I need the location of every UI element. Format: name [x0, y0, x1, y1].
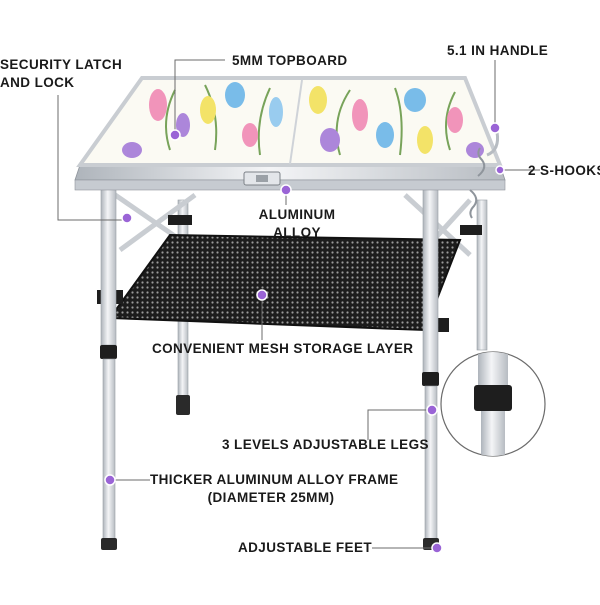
- callout-aluminum-line1: ALUMINUM: [258, 207, 336, 222]
- callout-frame-line1: THICKER ALUMINUM ALLOY FRAME: [150, 472, 399, 487]
- floral-pattern: [122, 82, 484, 158]
- callout-security-latch-line1: SECURITY LATCH: [0, 57, 123, 72]
- tabletop: [74, 76, 506, 191]
- leader-lines: [57, 59, 540, 549]
- callout-mesh: CONVENIENT MESH STORAGE LAYER: [152, 341, 414, 356]
- s-hooks: [469, 147, 486, 219]
- marker-dot-hooks: [495, 165, 505, 175]
- marker-dot-latch: [121, 212, 133, 224]
- security-latch: [243, 171, 281, 186]
- callout-aluminum-alloy: ALUMINUM ALLOY: [258, 206, 336, 242]
- marker-dot-legs: [426, 404, 438, 416]
- marker-dot-aluminum: [280, 184, 292, 196]
- handle: [486, 131, 499, 157]
- zoom-circle-icon: [440, 351, 546, 457]
- front-legs: [100, 184, 439, 550]
- callout-legs: 3 LEVELS ADJUSTABLE LEGS: [222, 437, 429, 452]
- callout-s-hooks: 2 S-HOOKS: [528, 163, 600, 178]
- callout-feet: ADJUSTABLE FEET: [238, 540, 373, 555]
- callout-handle: 5.1 IN HANDLE: [447, 43, 549, 58]
- mesh-storage-layer: [97, 233, 462, 332]
- marker-dot-topboard: [169, 129, 181, 141]
- marker-dot-frame: [104, 474, 116, 486]
- callout-security-latch-line2: AND LOCK: [0, 75, 75, 90]
- callout-frame: THICKER ALUMINUM ALLOY FRAME (DIAMETER 2…: [150, 471, 399, 507]
- marker-dot-mesh: [256, 289, 268, 301]
- marker-dot-handle: [489, 122, 501, 134]
- marker-dot-feet: [431, 542, 443, 554]
- callout-frame-line2: (DIAMETER 25MM): [207, 490, 335, 505]
- callout-topboard: 5MM TOPBOARD: [232, 53, 348, 68]
- callout-aluminum-line2: ALLOY: [273, 225, 321, 240]
- callout-security-latch: SECURITY LATCH AND LOCK: [0, 56, 122, 92]
- marker-dots: [104, 122, 505, 554]
